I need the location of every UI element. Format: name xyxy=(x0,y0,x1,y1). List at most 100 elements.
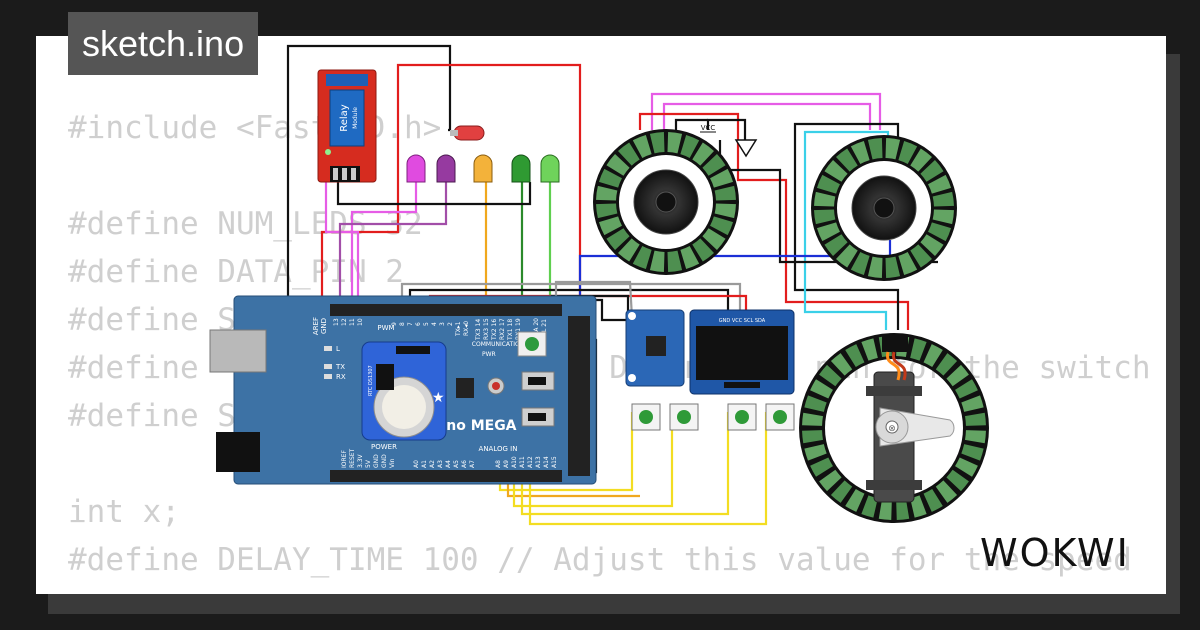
code-line: #define DATA_PIN 2 xyxy=(68,254,404,290)
ring-pixel xyxy=(932,209,954,225)
ring-pixel xyxy=(898,140,918,164)
led-orange[interactable] xyxy=(473,154,493,183)
ring-pixel xyxy=(802,412,823,426)
ring-pixel xyxy=(680,134,700,158)
ring-pixel xyxy=(810,457,833,477)
ring-pixel xyxy=(946,364,969,387)
brand-name: WOKWI xyxy=(980,531,1130,574)
wire-magenta[interactable] xyxy=(350,182,418,306)
wire-cyan[interactable] xyxy=(803,130,890,330)
neopixel-ring-2[interactable] xyxy=(811,135,957,281)
wire-red[interactable] xyxy=(638,112,708,130)
sketch-tab[interactable]: sketch.ino xyxy=(68,12,259,75)
pin-label: A5 xyxy=(453,460,460,468)
led-green[interactable] xyxy=(511,154,531,183)
led-lime[interactable] xyxy=(540,154,560,183)
ring-pixel xyxy=(814,191,836,207)
pin-label: GND xyxy=(373,454,380,468)
wire-black[interactable] xyxy=(793,122,900,330)
imu-sensor[interactable] xyxy=(625,309,685,387)
wire-yellow[interactable] xyxy=(528,412,768,526)
vcc-symbol: VCC xyxy=(700,124,716,133)
push-button-2[interactable] xyxy=(669,403,699,431)
ring-pixel xyxy=(692,238,714,262)
ring-pixel xyxy=(885,256,901,278)
push-button-4[interactable] xyxy=(765,403,795,431)
ring-pixel xyxy=(680,246,700,270)
wire-purple[interactable] xyxy=(338,182,448,306)
pin-label: 5V xyxy=(365,459,372,468)
pin-label: A6 xyxy=(461,460,468,468)
wire-gray[interactable] xyxy=(554,280,634,319)
ring-pixel xyxy=(710,216,734,236)
wire-black[interactable] xyxy=(286,44,452,302)
neopixel-ring-1[interactable] xyxy=(593,129,739,275)
wire-magenta[interactable] xyxy=(662,102,872,130)
wire-magenta[interactable] xyxy=(324,182,360,306)
slide-switch-2[interactable] xyxy=(521,407,555,427)
pin-label: 2 xyxy=(447,322,454,326)
ring-pixel xyxy=(667,250,683,272)
relay-sub-label: Module xyxy=(352,107,359,129)
pwr-label: PWR xyxy=(482,351,496,358)
pin-label: SDA 20 xyxy=(533,318,540,340)
pin-label: A15 xyxy=(551,456,558,468)
ring-pixel xyxy=(714,185,736,201)
ring-pixel xyxy=(910,148,932,172)
ring-pixel xyxy=(961,444,984,461)
pin-label: A14 xyxy=(543,456,550,468)
ring-pixel xyxy=(632,134,652,158)
ring-pixel xyxy=(878,499,892,520)
pin-label: 5 xyxy=(423,322,430,326)
ring-pixel xyxy=(946,469,969,492)
ring-pixel xyxy=(861,338,878,361)
pin-label: A13 xyxy=(535,456,542,468)
ring-pixel xyxy=(928,174,952,194)
pin-label: 6 xyxy=(415,322,422,326)
wire-black[interactable] xyxy=(706,118,747,140)
ring-pixel xyxy=(606,228,630,250)
gear-icon: ⊗ xyxy=(888,424,896,434)
push-button-3[interactable] xyxy=(727,403,757,431)
ring-pixel xyxy=(804,395,827,412)
wire-black[interactable] xyxy=(336,182,532,206)
rtc-module[interactable]: RTC DS1307 ★ xyxy=(361,341,447,441)
pin-label: A3 xyxy=(437,460,444,468)
ring-pixel xyxy=(596,203,618,219)
pin-label: 7 xyxy=(407,322,414,326)
ring-pixel xyxy=(955,457,978,477)
servo-motor[interactable]: ⊗ xyxy=(866,336,955,503)
relay-module[interactable]: Relay Module xyxy=(317,69,377,183)
wire-black[interactable] xyxy=(674,118,708,130)
ring-pixel xyxy=(867,138,883,160)
led-magenta[interactable] xyxy=(406,154,426,183)
pin-label: 12 xyxy=(341,318,348,326)
pin-label: 8 xyxy=(399,322,406,326)
led-purple[interactable] xyxy=(436,154,456,183)
communication-label: COMMUNICATION xyxy=(472,341,524,348)
pin-label: IOREF xyxy=(341,450,348,468)
wire-red[interactable] xyxy=(708,112,910,330)
power-pin-labels: IOREF RESET 3.3V 5V GND GND Vin xyxy=(341,448,396,468)
oled-display[interactable]: GND VCC SCL SDA xyxy=(689,309,795,395)
board-push-button[interactable] xyxy=(517,331,547,357)
oled-pin-labels: GND VCC SCL SDA xyxy=(719,318,766,324)
ring-pixel xyxy=(932,191,954,207)
wire-yellow[interactable] xyxy=(520,412,730,516)
ring-pixel xyxy=(824,234,848,256)
pin-label: A7 xyxy=(469,460,476,468)
wire-lime[interactable] xyxy=(538,182,552,306)
wire-magenta[interactable] xyxy=(650,92,882,130)
wire-orange[interactable] xyxy=(468,182,488,306)
red-led[interactable] xyxy=(450,125,485,141)
slide-switch-1[interactable] xyxy=(521,371,555,391)
ring-pixel xyxy=(714,203,736,219)
ring-pixel xyxy=(816,174,840,194)
push-button-1[interactable] xyxy=(631,403,661,431)
speaker-1[interactable] xyxy=(633,169,699,235)
speaker-2[interactable] xyxy=(851,175,917,241)
ring-pixel xyxy=(965,412,986,426)
wire-yellow[interactable] xyxy=(512,412,674,508)
ring-pixel xyxy=(649,132,665,154)
wire-green[interactable] xyxy=(516,182,524,306)
